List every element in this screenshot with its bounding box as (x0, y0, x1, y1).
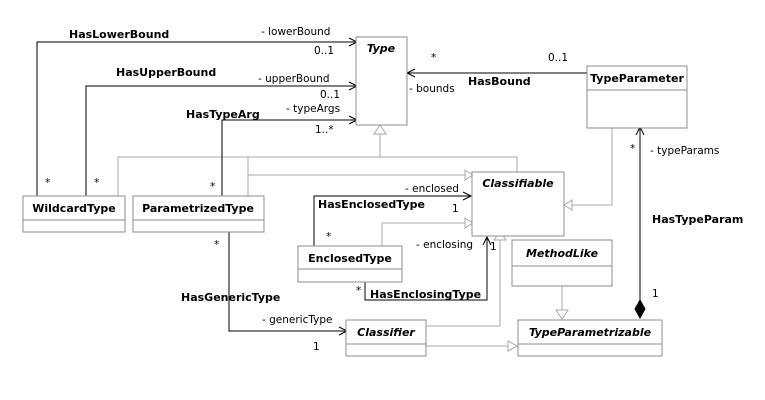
upper-bound-mult-target: 0..1 (320, 89, 340, 101)
type-params-mult-source: 1 (652, 288, 659, 300)
associations (36, 37, 646, 336)
type-args-mult-source: * (210, 181, 215, 193)
has-enclosing-type-label: HasEnclosingType (370, 288, 481, 301)
class-classifier-name: Classifier (357, 326, 415, 339)
gen-enclosedtype-to-classifiable (381, 222, 470, 246)
has-lower-bound-label: HasLowerBound (69, 28, 169, 41)
gen-arrowhead-classifiable-left (464, 169, 474, 181)
bounds-role: - bounds (409, 83, 455, 95)
enclosing-mult-target: 1 (490, 241, 497, 253)
class-enclosed-type[interactable]: EnclosedType (297, 245, 403, 283)
enclosed-mult-target: 1 (452, 203, 459, 215)
type-params-mult-target: * (630, 143, 635, 155)
type-params-role: - typeParams (650, 145, 719, 157)
gen-classifier-to-classifiable (426, 236, 501, 327)
class-wildcard-type-name: WildcardType (32, 202, 116, 215)
class-enclosed-type-name: EnclosedType (308, 252, 392, 265)
generic-type-mult-source: * (214, 239, 219, 251)
class-classifiable-name: Classifiable (482, 177, 554, 190)
gen-arrowhead-classifiable-left2 (464, 217, 474, 229)
enclosing-mult-source: * (356, 285, 361, 297)
lower-bound-role: - lowerBound (261, 26, 330, 38)
has-type-arg-label: HasTypeArg (186, 108, 260, 121)
class-method-like[interactable]: MethodLike (511, 239, 613, 287)
gen-arrowhead-type (373, 124, 387, 135)
has-type-param-label: HasTypeParam (652, 213, 743, 226)
class-type-parametrizable-name: TypeParametrizable (529, 326, 652, 339)
class-parametrized-type[interactable]: ParametrizedType (132, 195, 265, 233)
type-args-mult-target: 1..* (315, 124, 334, 136)
class-parametrized-type-name: ParametrizedType (142, 202, 254, 215)
gen-to-classifiable-top (247, 174, 470, 196)
enclosing-role: - enclosing (416, 239, 473, 251)
gen-classifiable-top-branch (380, 156, 518, 172)
generic-type-mult-target: 1 (313, 341, 320, 353)
gen-typeparameter-to-classifiable (568, 128, 613, 206)
has-bound-label: HasBound (468, 75, 531, 88)
upper-bound-mult-source: * (94, 177, 99, 189)
assoc-has-enclosed-type-line (313, 195, 470, 246)
gen-arrowhead-typeparametrizable-top (555, 309, 569, 320)
assoc-has-lower-bound-line (36, 41, 356, 196)
has-generic-type-label: HasGenericType (181, 291, 280, 304)
enclosed-role: - enclosed (405, 183, 459, 195)
generalizations (117, 124, 613, 352)
assoc-has-generic-type-line (228, 232, 346, 332)
generic-type-role: - genericType (262, 314, 333, 326)
bounds-mult-target: * (431, 52, 436, 64)
class-type-parameter-name: TypeParameter (590, 72, 684, 85)
assoc-has-enclosed-type-arrow (462, 191, 473, 201)
class-type-name: Type (367, 42, 396, 55)
type-args-role: - typeArgs (286, 103, 340, 115)
has-upper-bound-label: HasUpperBound (116, 66, 216, 79)
class-type-parameter[interactable]: TypeParameter (586, 65, 688, 129)
bounds-mult-source: 0..1 (548, 52, 568, 64)
lower-bound-mult-target: 0..1 (314, 45, 334, 57)
lower-bound-mult-source: * (45, 177, 50, 189)
assoc-has-enclosing-type-line (364, 238, 488, 301)
has-enclosed-type-label: HasEnclosedType (318, 198, 425, 211)
class-wildcard-type[interactable]: WildcardType (22, 195, 126, 233)
class-type-parametrizable[interactable]: TypeParametrizable (517, 319, 663, 357)
enclosed-mult-source: * (326, 231, 331, 243)
upper-bound-role: - upperBound (258, 73, 330, 85)
assoc-has-enclosing-type-arrow (482, 235, 492, 246)
class-type[interactable]: Type (355, 36, 408, 126)
gen-arrowhead-typeparametrizable-left (507, 340, 519, 352)
class-classifier[interactable]: Classifier (345, 319, 427, 357)
composition-diamond (634, 298, 646, 320)
gen-wildcard-to-type (117, 132, 381, 196)
gen-arrowhead-classifiable-right (563, 199, 573, 211)
assoc-has-upper-bound-line (85, 85, 356, 196)
class-classifiable[interactable]: Classifiable (471, 171, 565, 237)
class-method-like-name: MethodLike (526, 247, 599, 260)
assoc-has-type-arg-line (221, 119, 356, 196)
